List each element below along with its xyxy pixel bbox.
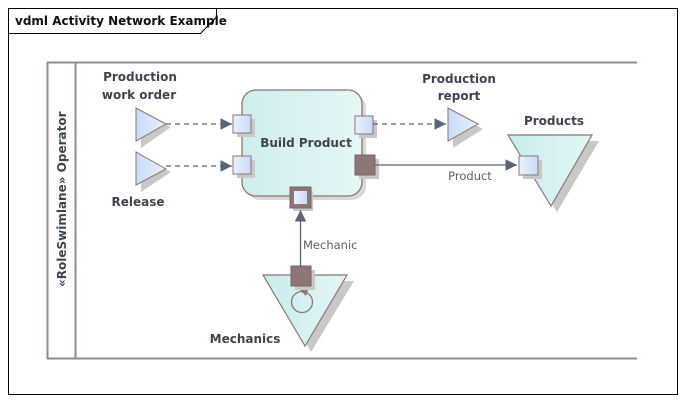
diagram-title: vdml Activity Network Example	[15, 14, 227, 28]
output-production-report[interactable]: Production report	[422, 72, 496, 148]
input-label: Production	[103, 70, 177, 84]
port-output-product[interactable]	[354, 154, 379, 179]
activity-build-product[interactable]: Build Product	[241, 89, 366, 200]
diagram-frame	[8, 8, 678, 395]
port-input-mechanic[interactable]	[289, 186, 313, 211]
port-input-work-order[interactable]	[232, 114, 255, 137]
port-input-release[interactable]	[232, 155, 255, 178]
store-mechanics[interactable]: Mechanics	[210, 274, 354, 352]
store-label: Products	[524, 114, 584, 128]
input-production-work-order[interactable]: Production work order	[102, 70, 177, 148]
swimlane-operator[interactable]: «RoleSwimlane» Operator	[46, 61, 637, 360]
output-label: report	[438, 89, 481, 103]
flow-product-label: Product	[448, 169, 492, 183]
activity-label: Build Product	[260, 136, 352, 150]
title-tab	[8, 8, 217, 34]
store-label: Mechanics	[210, 332, 281, 346]
output-label: Production	[422, 72, 496, 86]
port-mechanics-output[interactable]	[290, 265, 315, 290]
flow-mechanic-label: Mechanic	[303, 238, 357, 252]
port-output-report[interactable]	[354, 115, 377, 138]
port-products-input[interactable]	[518, 155, 542, 179]
store-products[interactable]: Products	[506, 114, 599, 212]
input-label: work order	[102, 88, 176, 102]
swimlane-label: «RoleSwimlane» Operator	[55, 111, 69, 287]
input-release[interactable]: Release	[111, 151, 171, 209]
input-label: Release	[111, 195, 164, 209]
